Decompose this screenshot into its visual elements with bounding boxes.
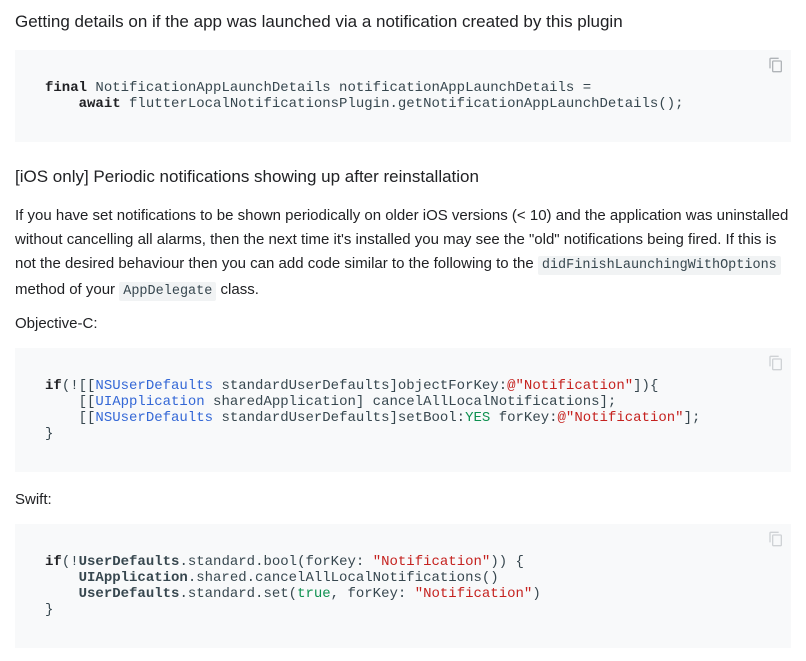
code-token: UserDefaults xyxy=(78,554,180,570)
code-line: UIApplication.shared.cancelAllLocalNotif… xyxy=(45,570,499,586)
code-token: .standard.set( xyxy=(179,586,298,602)
code-token: standardUserDefaults]setBool: xyxy=(213,410,466,426)
code-token: sharedApplication] cancelAllLocalNotific… xyxy=(204,394,617,410)
code-token: UIApplication xyxy=(78,570,188,586)
copy-icon[interactable] xyxy=(768,355,784,371)
code-token: .standard.bool(forKey: xyxy=(179,554,373,570)
code-token: final xyxy=(45,80,88,96)
paragraph-reinstallation: If you have set notifications to be show… xyxy=(15,204,791,304)
code-token: [[ xyxy=(45,394,96,410)
code-token xyxy=(45,586,79,602)
code-line: } xyxy=(45,426,53,442)
code-token: NotificationAppLaunchDetails notificatio… xyxy=(87,80,592,96)
code-token: flutterLocalNotificationsPlugin.getNotif… xyxy=(120,96,684,112)
inline-code-did-finish: didFinishLaunchingWithOptions xyxy=(537,256,781,275)
code-token: } xyxy=(45,426,54,442)
label-objective-c: Objective-C: xyxy=(15,315,98,332)
code-token: [[ xyxy=(45,410,96,426)
code-token xyxy=(45,96,79,112)
copy-icon[interactable] xyxy=(768,57,784,73)
code-content: if(!UserDefaults.standard.bool(forKey: "… xyxy=(45,554,541,618)
code-line: if(!UserDefaults.standard.bool(forKey: "… xyxy=(45,554,524,570)
code-token: UserDefaults xyxy=(78,586,180,602)
code-token: UIApplication xyxy=(95,394,205,410)
inline-code-app-delegate: AppDelegate xyxy=(119,282,217,301)
code-token: NSUserDefaults xyxy=(95,410,214,426)
code-token: ) xyxy=(532,586,541,602)
code-line: await flutterLocalNotificationsPlugin.ge… xyxy=(45,96,684,112)
code-line: } xyxy=(45,602,53,618)
section-heading-launch-details: Getting details on if the app was launch… xyxy=(15,12,623,31)
section-heading-periodic-notifications: [iOS only] Periodic notifications showin… xyxy=(15,167,479,186)
code-token: forKey: xyxy=(490,410,558,426)
code-token: .shared.cancelAllLocalNotifications() xyxy=(187,570,499,586)
code-token: NSUserDefaults xyxy=(95,378,214,394)
code-content: if(![[NSUserDefaults standardUserDefault… xyxy=(45,378,700,442)
code-token: (! xyxy=(61,554,79,570)
code-line: if(![[NSUserDefaults standardUserDefault… xyxy=(45,378,658,394)
label-swift: Swift: xyxy=(15,491,52,508)
code-token: if xyxy=(45,554,62,570)
code-line: [[NSUserDefaults standardUserDefaults]se… xyxy=(45,410,701,426)
copy-icon[interactable] xyxy=(768,531,784,547)
code-token: true xyxy=(297,586,331,602)
code-token: , forKey: xyxy=(330,586,415,602)
code-token: )) { xyxy=(490,554,524,570)
code-line: [[UIApplication sharedApplication] cance… xyxy=(45,394,617,410)
code-token: ]){ xyxy=(633,378,659,394)
code-token: "Notification" xyxy=(414,586,533,602)
code-token: (![[ xyxy=(61,378,96,394)
code-token: } xyxy=(45,602,54,618)
code-content: final NotificationAppLaunchDetails notif… xyxy=(45,80,684,112)
code-token: ]; xyxy=(683,410,701,426)
code-line: final NotificationAppLaunchDetails notif… xyxy=(45,80,591,96)
paragraph-text: If you have set notifications to be show… xyxy=(15,207,789,272)
paragraph-text: class. xyxy=(216,281,259,298)
code-token: "Notification" xyxy=(372,554,491,570)
code-token: standardUserDefaults]objectForKey: xyxy=(213,378,508,394)
code-token xyxy=(45,570,79,586)
code-block-swift: if(!UserDefaults.standard.bool(forKey: "… xyxy=(15,524,791,648)
code-line: UserDefaults.standard.set(true, forKey: … xyxy=(45,586,541,602)
code-block-objective-c: if(![[NSUserDefaults standardUserDefault… xyxy=(15,348,791,472)
code-token: if xyxy=(45,378,62,394)
paragraph-text: method of your xyxy=(15,281,120,298)
code-token: @"Notification" xyxy=(557,410,684,426)
code-token: YES xyxy=(465,410,491,426)
code-token: await xyxy=(78,96,121,112)
code-block-launch-details: final NotificationAppLaunchDetails notif… xyxy=(15,50,791,142)
code-token: @"Notification" xyxy=(507,378,634,394)
